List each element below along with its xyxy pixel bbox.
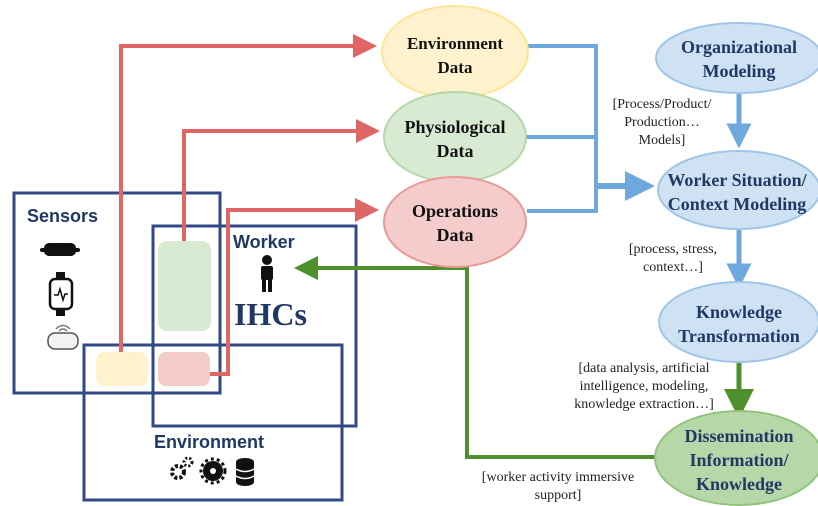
wireless-sensor-icon — [47, 324, 79, 350]
knowledge-transformation-ellipse — [658, 281, 818, 363]
physiological-data-label: Physiological Data — [404, 117, 506, 161]
worker-box — [151, 224, 358, 428]
ihcs-title: IHCs — [234, 296, 307, 332]
red-arrow-env — [119, 34, 377, 352]
worker-situation-ellipse — [657, 150, 818, 230]
env-sensor-tab — [96, 352, 148, 386]
worker-situation-label: Worker Situation/ Context Modeling — [667, 170, 807, 214]
environment-box — [82, 343, 344, 502]
process-stress-note: [process, stress, context…] — [628, 242, 718, 275]
sensors-title: Sensors — [27, 206, 99, 226]
worker-title: Worker — [233, 232, 295, 252]
green-arrow-feedback — [294, 256, 655, 459]
smartwatch-icon — [48, 272, 74, 316]
red-arrow-ops — [210, 198, 379, 376]
dissemination-label: Dissemination Information/ Knowledge — [684, 426, 794, 494]
database-icon — [235, 458, 255, 486]
data-analysis-note: [data analysis, artificial intelligence,… — [574, 361, 714, 412]
ops-sensor-tab — [158, 352, 210, 386]
environment-title: Environment — [154, 432, 265, 452]
vr-headset-icon — [40, 243, 80, 256]
process-models-note: [Process/Product/ Production… Models] — [612, 97, 712, 148]
environment-data-label: Environment Data — [406, 34, 504, 77]
organizational-modeling-label: Organizational Modeling — [681, 37, 797, 81]
person-icon — [261, 255, 273, 292]
operations-data-ellipse — [383, 176, 527, 268]
gear-icon — [170, 456, 194, 480]
organizational-modeling-ellipse — [655, 22, 818, 94]
red-arrow-phys — [182, 119, 380, 241]
sensors-box — [12, 191, 222, 395]
cog-icon — [199, 457, 227, 485]
operations-data-label: Operations Data — [411, 201, 498, 245]
knowledge-transformation-label: Knowledge Transformation — [678, 302, 800, 346]
physio-sensor-tab — [158, 241, 211, 331]
blue-line-env — [528, 44, 598, 186]
blue-line-ops — [527, 186, 598, 213]
worker-activity-note: [worker activity immersive support] — [481, 470, 635, 503]
dissemination-ellipse — [654, 410, 818, 506]
